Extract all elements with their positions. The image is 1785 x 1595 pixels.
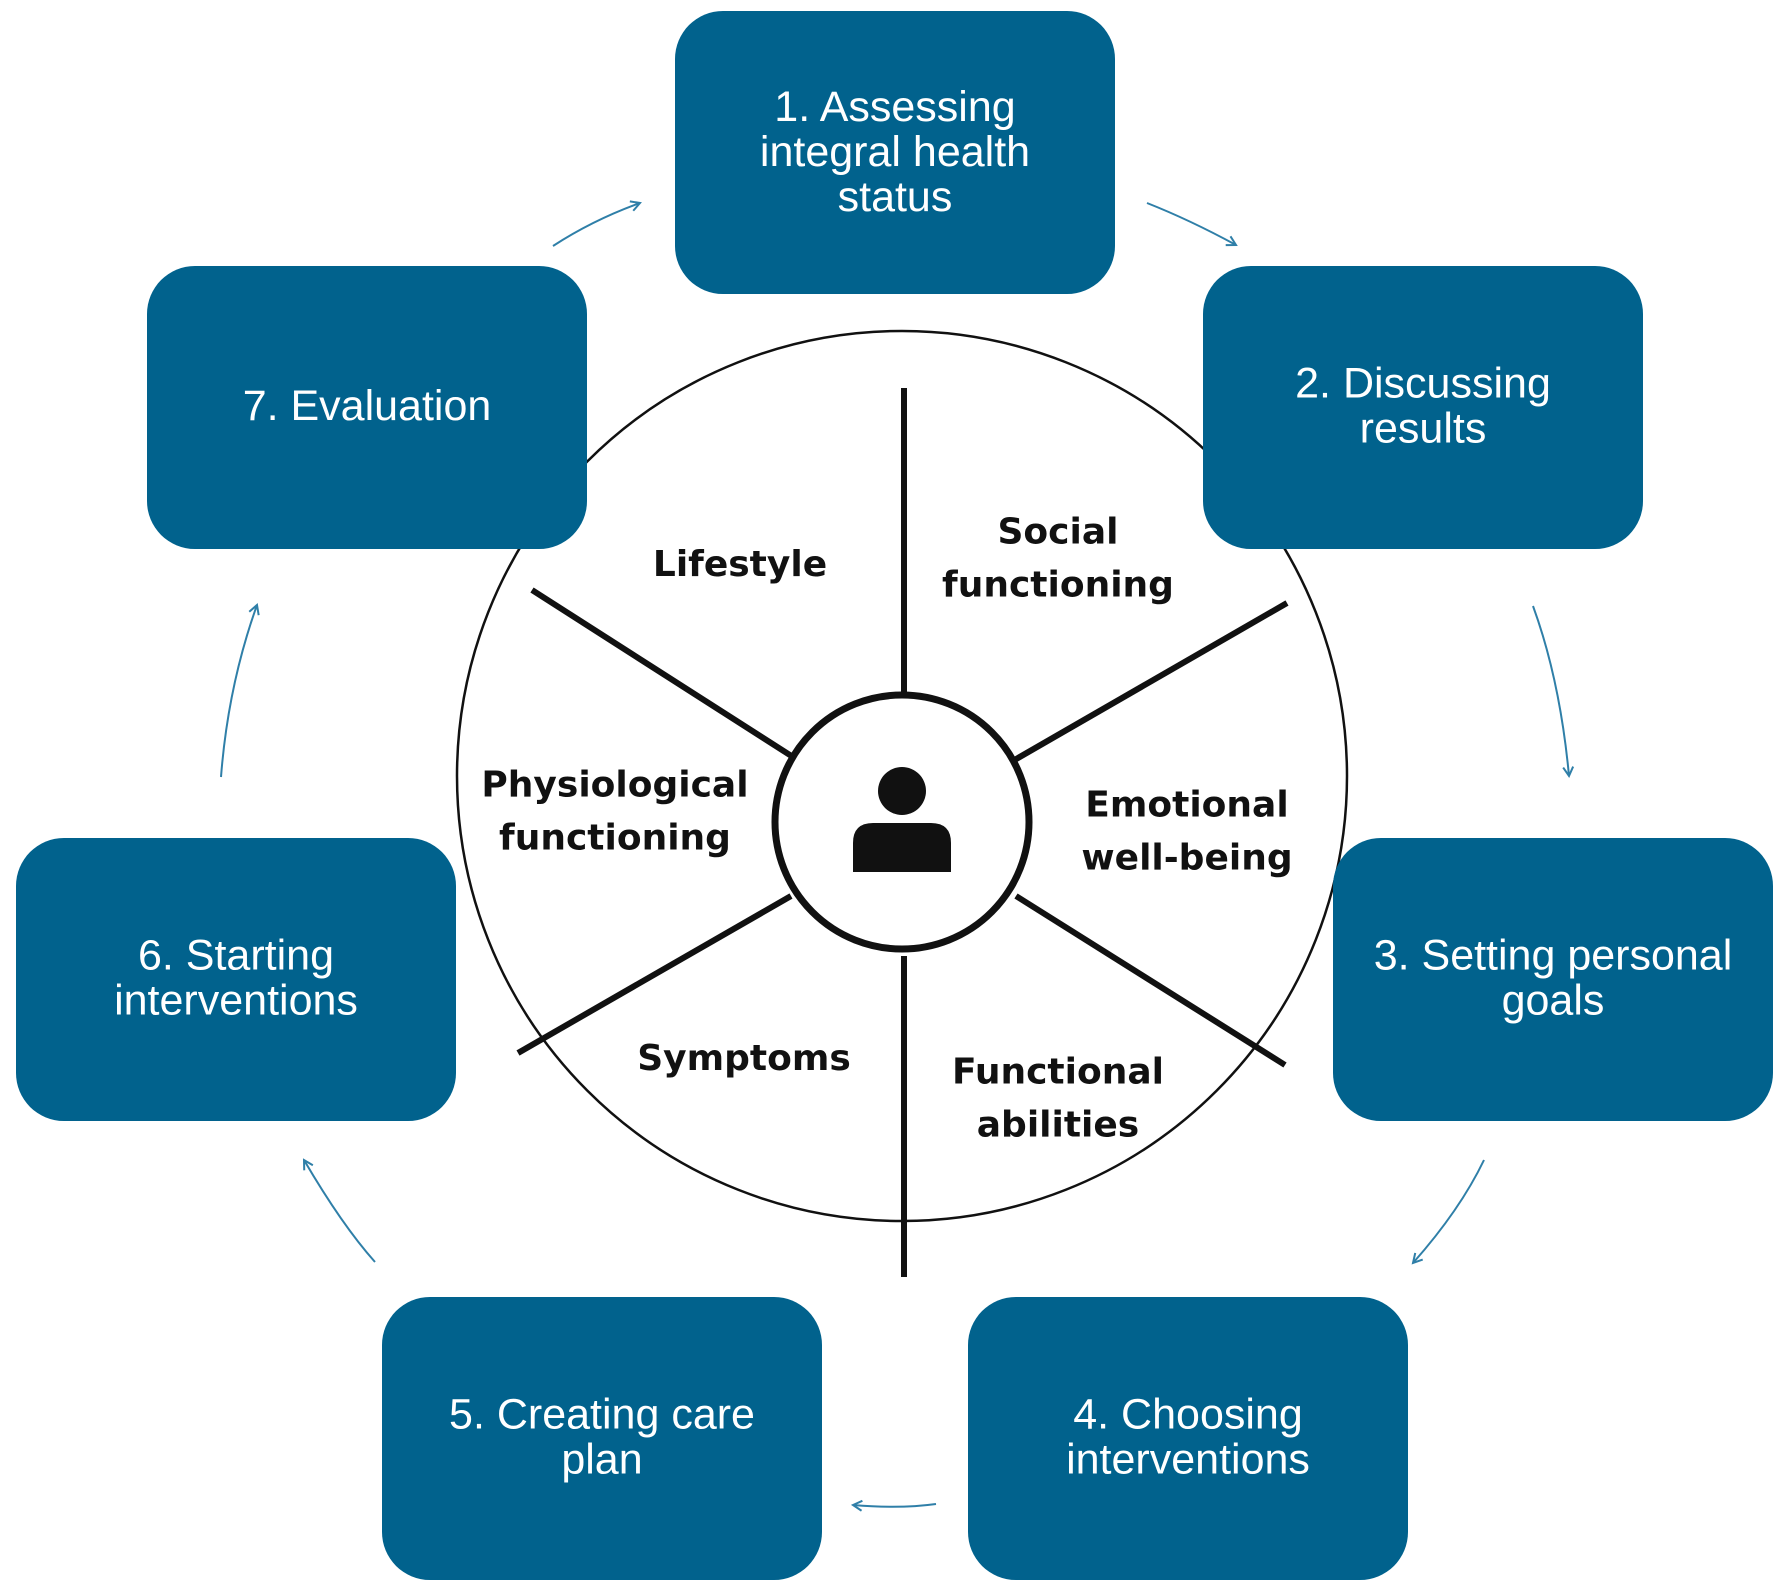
domain-label-line: well-being: [1081, 838, 1292, 879]
person-icon: [853, 767, 951, 872]
step-1-label-line: integral health: [760, 128, 1030, 176]
cycle-arrows: [220, 202, 1569, 1507]
step-7-box: [147, 266, 587, 549]
step-1-label-line: 1. Assessing: [774, 83, 1015, 131]
domain-label-line: abilities: [977, 1105, 1139, 1146]
step-3-label-line: goals: [1502, 977, 1605, 1025]
step-2-label-line: results: [1360, 405, 1487, 453]
health-domain-wheel: SocialfunctioningEmotionalwell-beingFunc…: [455, 329, 1349, 1277]
step-3-box: [1333, 838, 1773, 1121]
wheel-spoke: [1009, 600, 1289, 765]
wheel-spoke: [516, 893, 793, 1056]
wheel-spoke: [530, 587, 795, 760]
cycle-arrow: [220, 605, 257, 778]
domain-label-line: Symptoms: [637, 1038, 851, 1079]
domain-label-line: Physiological: [481, 765, 748, 806]
wheel-spokes: [516, 388, 1289, 1277]
cycle-arrow: [304, 1160, 376, 1263]
domain-label-line: functioning: [499, 818, 731, 859]
step-2-box: [1203, 266, 1643, 549]
step-4-label-line: 4. Choosing: [1073, 1391, 1303, 1439]
domain-label-line: Emotional: [1085, 785, 1288, 826]
cycle-arrow: [1413, 1159, 1485, 1263]
step-1-box: [675, 11, 1115, 294]
step-7-label-line: 7. Evaluation: [243, 382, 492, 430]
step-3-label-line: 3. Setting personal: [1374, 932, 1733, 980]
step-6-box: [16, 838, 456, 1121]
cycle-arrow: [552, 203, 640, 247]
domain-label-line: Functional: [952, 1052, 1164, 1093]
step-6-label-line: 6. Starting: [138, 932, 334, 980]
step-5-label-line: plan: [561, 1436, 642, 1484]
cycle-arrow: [853, 1504, 937, 1507]
domain-label-line: Social: [998, 512, 1119, 553]
step-4-box: [968, 1297, 1408, 1580]
cycle-arrow: [1532, 605, 1569, 776]
step-1-label-line: status: [838, 173, 953, 221]
domain-label-line: functioning: [942, 565, 1174, 606]
step-4-label-line: interventions: [1066, 1436, 1310, 1484]
wheel-domain-labels: SocialfunctioningEmotionalwell-beingFunc…: [481, 512, 1292, 1146]
step-5-label-line: 5. Creating care: [449, 1391, 755, 1439]
wheel-center-circle: [771, 691, 1033, 953]
step-7: 7. Evaluation: [147, 266, 587, 549]
step-5-box: [382, 1297, 822, 1580]
domain-label-line: Lifestyle: [653, 544, 827, 585]
step-2-label-line: 2. Discussing: [1295, 360, 1551, 408]
wheel-spoke: [1014, 893, 1287, 1068]
cycle-arrow: [1146, 202, 1236, 245]
step-6-label-line: interventions: [114, 977, 358, 1025]
